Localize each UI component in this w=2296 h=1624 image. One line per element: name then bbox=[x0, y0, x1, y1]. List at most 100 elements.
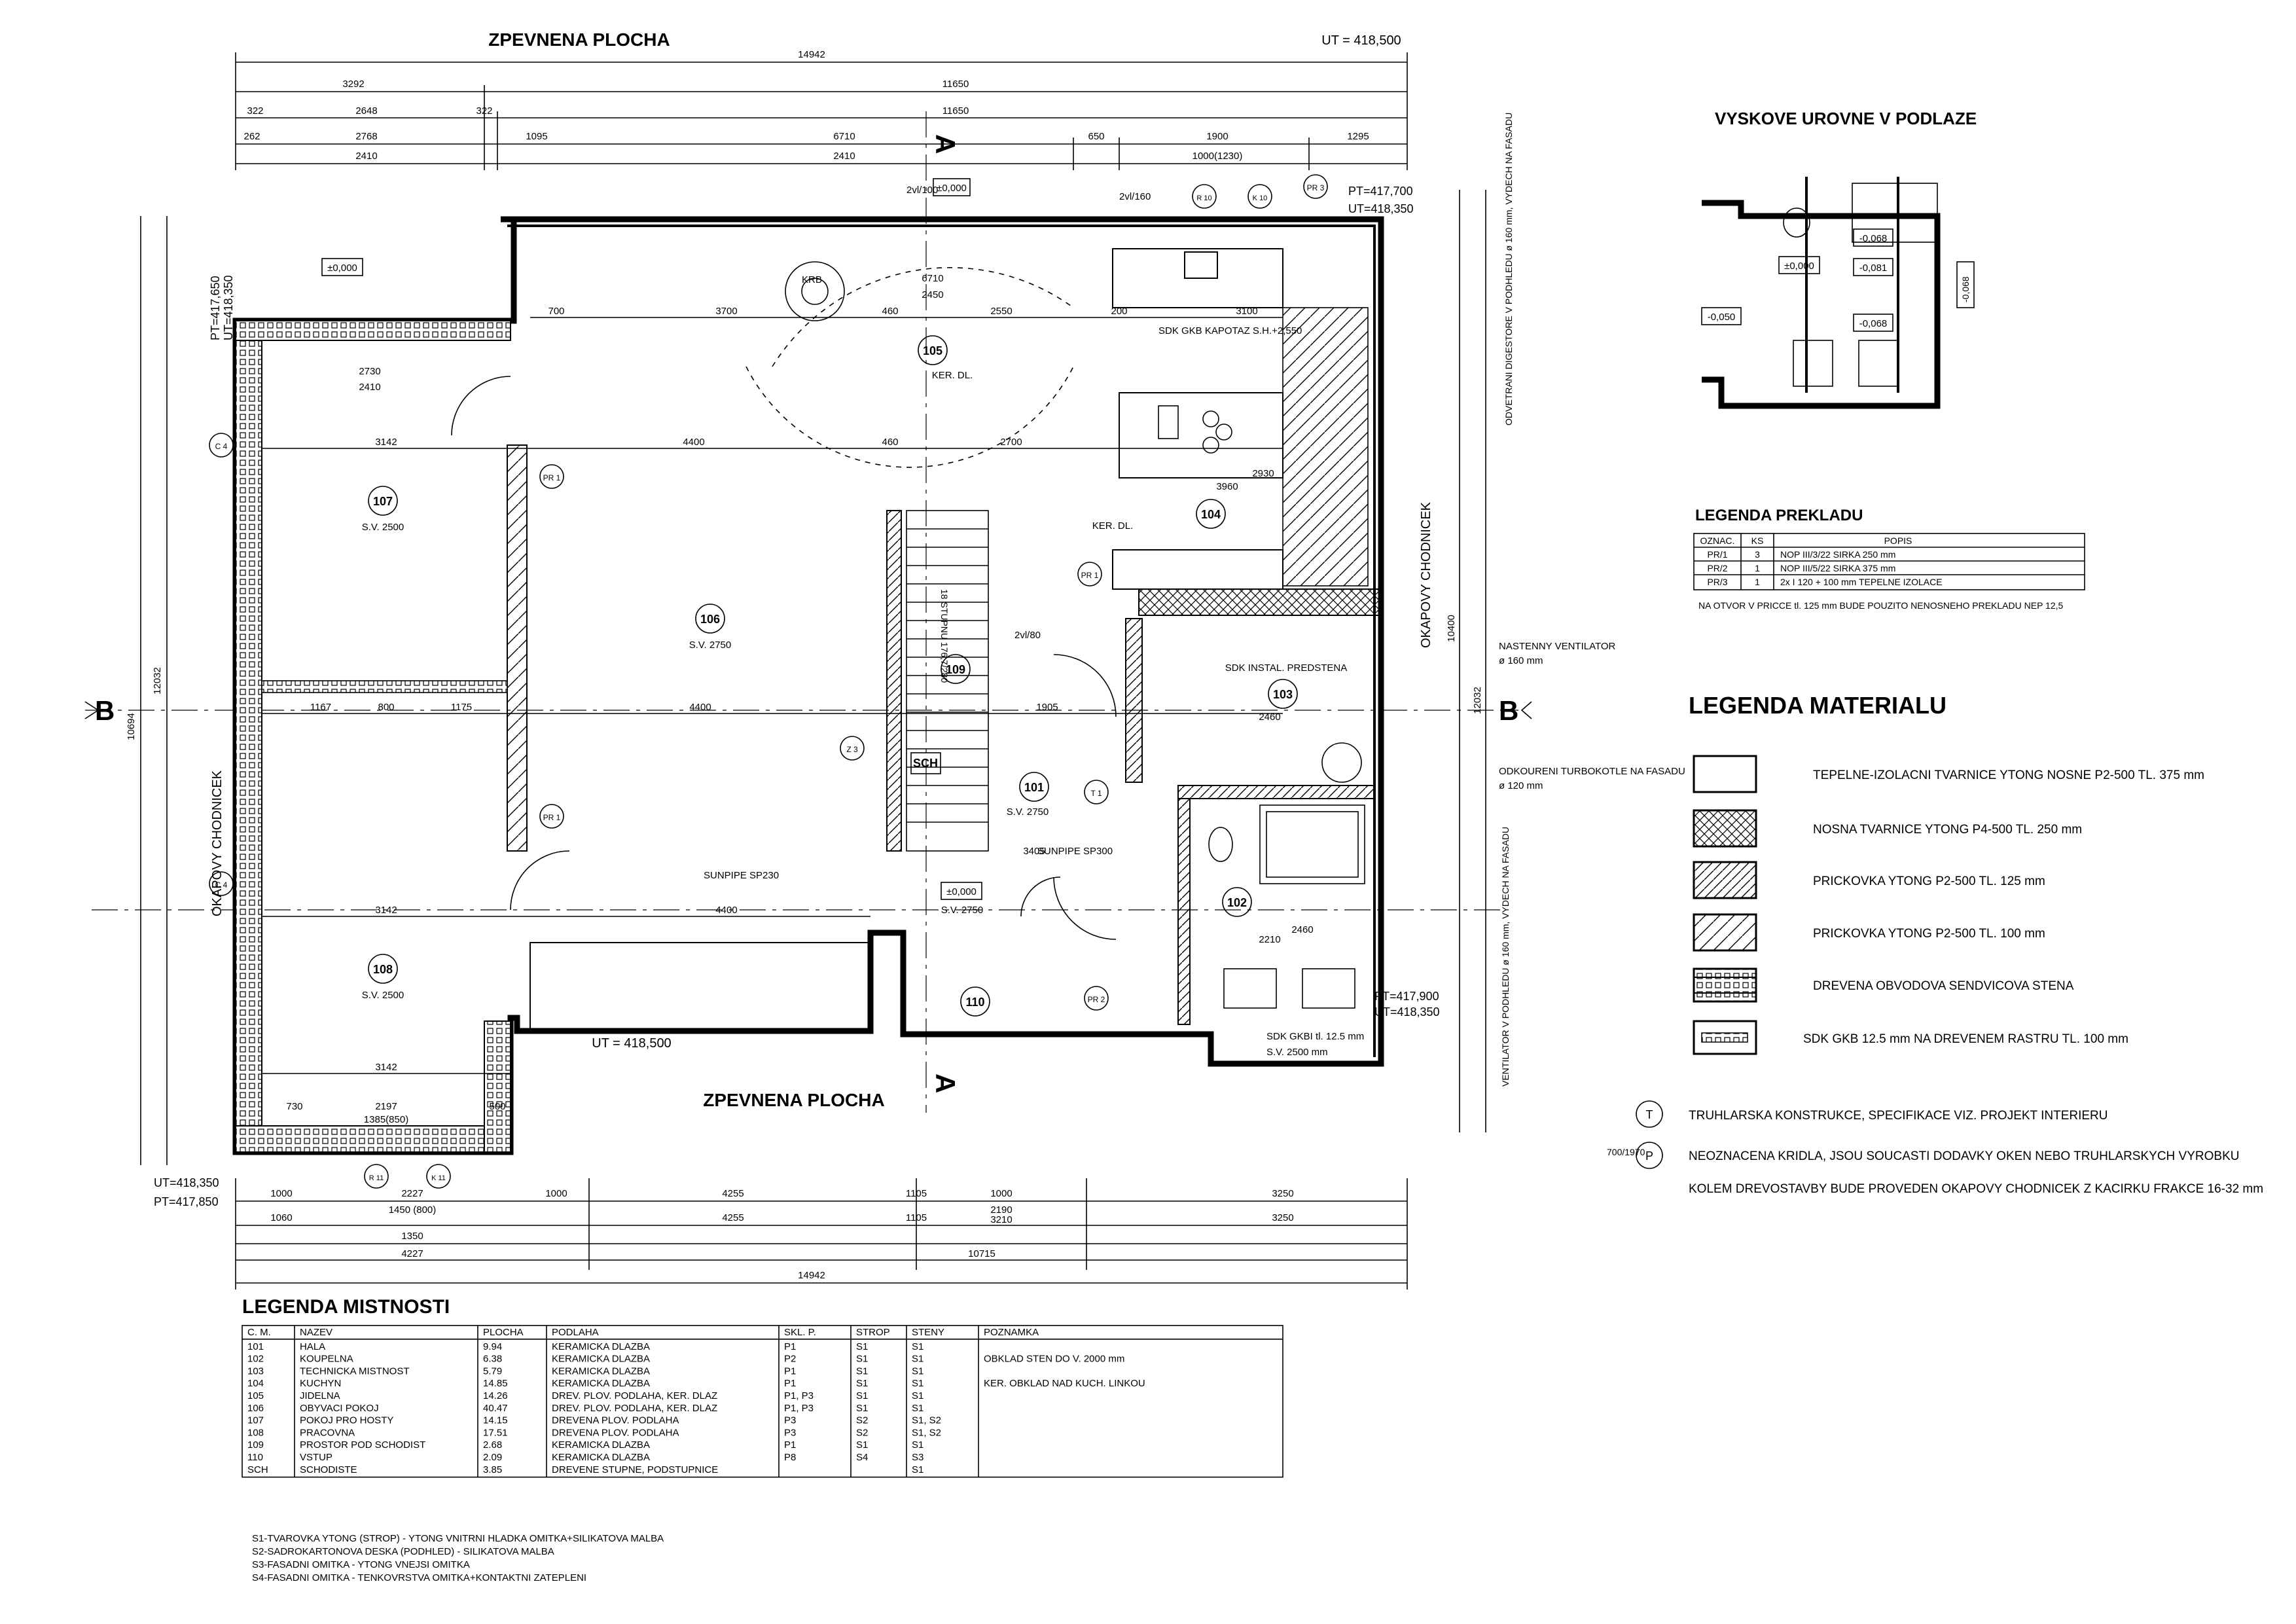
dim-top-row3-d: 11650 bbox=[942, 105, 969, 117]
room-label-105: 105 KER. DL. bbox=[918, 335, 973, 381]
pt-bottomleft: PT=417,850 bbox=[154, 1195, 219, 1208]
room-table-cell: S2 bbox=[856, 1415, 868, 1426]
svg-text:B: B bbox=[1499, 695, 1518, 726]
dim-top-row5-b: 2410 bbox=[833, 151, 855, 162]
svg-text:Z 3: Z 3 bbox=[846, 745, 858, 754]
room-table-cell: S1 bbox=[912, 1390, 924, 1401]
room-table-cell: S4 bbox=[856, 1452, 868, 1463]
room-table-cell: KERAMICKA DLAZBA bbox=[552, 1354, 650, 1365]
room-table-cell: DREVENA PLOV. PODLAHA bbox=[552, 1415, 679, 1426]
svg-text:101: 101 bbox=[1024, 781, 1044, 794]
inner-dimensions: 700 3700 460 2550 200 3100 4400 460 2700… bbox=[262, 273, 1314, 1125]
dim-top-row4-b: 2768 bbox=[355, 131, 377, 142]
ut-top: UT = 418,500 bbox=[1321, 33, 1401, 48]
dim-bottom-2b: 1450 (800) bbox=[389, 1204, 437, 1216]
svg-text:3142: 3142 bbox=[375, 1062, 397, 1073]
dim-left-total: 10694 bbox=[126, 713, 137, 740]
top-dimensions: 14942 3292 11650 322 2648 322 11650 262 … bbox=[235, 49, 1408, 170]
svg-text:-0,068: -0,068 bbox=[1859, 233, 1888, 244]
room-table-cell: S1 bbox=[856, 1365, 868, 1377]
room-label-104: 104 KER. DL. bbox=[1092, 499, 1226, 532]
svg-text:±0,000: ±0,000 bbox=[1784, 261, 1814, 272]
room-table-cell: DREVENE STUPNE, PODSTUPNICE bbox=[552, 1464, 718, 1475]
room-table-cell: 104 bbox=[247, 1378, 264, 1389]
svg-text:KER. DL.: KER. DL. bbox=[1092, 520, 1134, 532]
room-table-header: PLOCHA bbox=[483, 1327, 524, 1338]
material-item-4: PRICKOVKA YTONG P2-500 TL. 100 mm bbox=[1693, 913, 2045, 952]
room-table-cell: P2 bbox=[784, 1354, 796, 1365]
dim-top-row4-c: 1095 bbox=[526, 131, 547, 142]
room-table-cell: VSTUP bbox=[300, 1452, 332, 1463]
ut-topright: UT=418,350 bbox=[1348, 202, 1414, 215]
svg-text:730: 730 bbox=[286, 1101, 302, 1112]
tag-t1: T 1 bbox=[1084, 780, 1109, 804]
svg-text:4400: 4400 bbox=[689, 702, 711, 713]
material-item-5: DREVENA OBVODOVA SENDVICOVA STENA bbox=[1693, 967, 2074, 1003]
kapota-label: SDK GKB KAPOTAZ S.H.+2,550 bbox=[1158, 325, 1302, 336]
room-table-cell: KUCHYN bbox=[300, 1378, 341, 1389]
room-table-cell: S1 bbox=[856, 1403, 868, 1414]
svg-text:2730: 2730 bbox=[359, 366, 380, 377]
room-table-cell: OBYVACI POKOJ bbox=[300, 1403, 379, 1414]
svg-text:2930: 2930 bbox=[1252, 468, 1274, 479]
svg-text:PR 1: PR 1 bbox=[543, 813, 561, 822]
room-table-cell: S1 bbox=[856, 1439, 868, 1451]
room-table-header: C. M. bbox=[247, 1327, 271, 1338]
room-table-cell: SCH bbox=[247, 1464, 268, 1475]
svg-text:SDK GKB 12.5 mm NA DREVENEM RA: SDK GKB 12.5 mm NA DREVENEM RASTRU TL. 1… bbox=[1803, 1032, 2128, 1046]
dim-bottom-1g: 3250 bbox=[1272, 1188, 1293, 1199]
levels-title: VYSKOVE UROVNE V PODLAZE bbox=[1715, 109, 1977, 128]
room-table-cell: 2.68 bbox=[483, 1439, 502, 1451]
section-marker-a-top: A bbox=[930, 134, 961, 154]
svg-text:-0,050: -0,050 bbox=[1708, 312, 1736, 323]
svg-text:460: 460 bbox=[882, 437, 898, 448]
svg-text:S1-TVAROVKA YTONG (STROP) - YT: S1-TVAROVKA YTONG (STROP) - YTONG VNITRN… bbox=[252, 1533, 664, 1544]
room-table-cell: 101 bbox=[247, 1341, 264, 1352]
dim-top-row3-a: 322 bbox=[247, 105, 263, 117]
dim-bottom-1b: 2227 bbox=[401, 1188, 423, 1199]
svg-text:T: T bbox=[1646, 1108, 1653, 1121]
room-table-cell: 102 bbox=[247, 1354, 264, 1365]
svg-text:3700: 3700 bbox=[715, 306, 737, 317]
material-item-3: PRICKOVKA YTONG P2-500 TL. 125 mm bbox=[1693, 861, 2045, 899]
svg-text:103: 103 bbox=[1273, 688, 1293, 701]
svg-text:±0,000: ±0,000 bbox=[327, 262, 357, 274]
turbo-label: ODKOURENI TURBOKOTLE NA FASADU bbox=[1499, 766, 1685, 777]
dim-bottom-2a: 1060 bbox=[270, 1212, 292, 1223]
ut-right: UT=418,350 bbox=[1374, 1005, 1440, 1019]
svg-text:NEOZNACENA KRIDLA, JSOU SOUCAS: NEOZNACENA KRIDLA, JSOU SOUCASTI DODAVKY… bbox=[1689, 1149, 2239, 1163]
dim-bottom-3a: 1350 bbox=[401, 1231, 423, 1242]
material-item-6: SDK GKB 12.5 mm NA DREVENEM RASTRU TL. 1… bbox=[1693, 1020, 2128, 1055]
lintels-title: LEGENDA PREKLADU bbox=[1695, 507, 1863, 524]
svg-text:-0,068: -0,068 bbox=[1960, 276, 1971, 302]
svg-text:2460: 2460 bbox=[1291, 924, 1313, 935]
svg-text:3100: 3100 bbox=[1236, 306, 1257, 317]
svg-text:R 10: R 10 bbox=[1196, 194, 1211, 202]
dim-bottom-1d: 4255 bbox=[722, 1188, 744, 1199]
room-legend-notes: S1-TVAROVKA YTONG (STROP) - YTONG VNITRN… bbox=[252, 1533, 664, 1583]
svg-text:105: 105 bbox=[923, 344, 942, 357]
gutter-right: OKAPOVY CHODNICEK bbox=[1419, 501, 1433, 648]
tag-r11: R 11 bbox=[364, 1164, 389, 1189]
dim-top-row4-a: 262 bbox=[243, 131, 260, 142]
vent-wall-label: NASTENNY VENTILATOR bbox=[1499, 641, 1616, 652]
tag-c4-b: C 4 bbox=[209, 871, 234, 896]
material-item-2: NOSNA TVARNICE YTONG P4-500 TL. 250 mm bbox=[1693, 809, 2082, 848]
bathroom-fixtures bbox=[1208, 742, 1365, 1009]
ut-bottomleft: UT=418,350 bbox=[154, 1176, 219, 1189]
lintels-table: OZNAC. KS POPIS PR/1 3 NOP III/3/22 SIRK… bbox=[1693, 533, 2085, 590]
building-walls bbox=[232, 216, 1384, 1155]
room-table-cell: KER. OBKLAD NAD KUCH. LINKOU bbox=[984, 1378, 1145, 1389]
room-table-cell: KERAMICKA DLAZBA bbox=[552, 1452, 650, 1463]
room-table-cell: S3 bbox=[912, 1452, 924, 1463]
svg-text:2460: 2460 bbox=[1259, 712, 1280, 723]
svg-text:1: 1 bbox=[1755, 577, 1760, 587]
room-table-cell: P8 bbox=[784, 1452, 796, 1463]
svg-text:4400: 4400 bbox=[715, 905, 737, 916]
room-table-cell: P3 bbox=[784, 1427, 796, 1438]
dim-top-row5-a: 2410 bbox=[355, 151, 377, 162]
room-table-cell: TECHNICKA MISTNOST bbox=[300, 1365, 410, 1377]
room-label-103: 103 SDK INSTAL. PREDSTENA bbox=[1225, 662, 1347, 709]
room-legend-title: LEGENDA MISTNOSTI bbox=[242, 1296, 450, 1318]
room-table-header: STENY bbox=[912, 1327, 944, 1338]
